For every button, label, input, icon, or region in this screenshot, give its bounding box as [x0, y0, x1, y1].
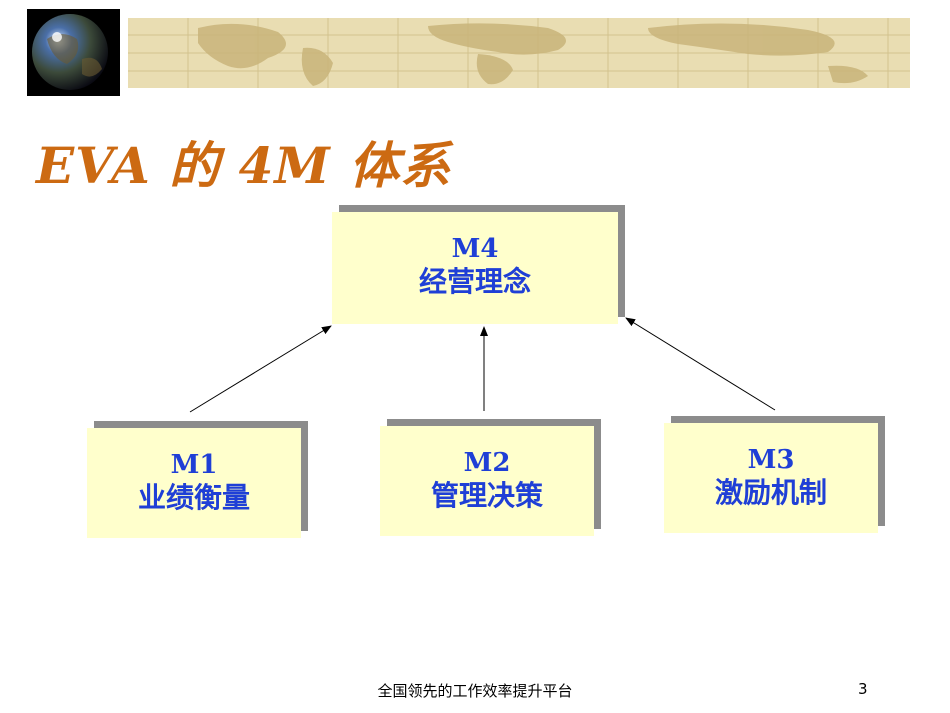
node-m2-name: 管理决策	[430, 479, 543, 512]
node-m2: M2 管理决策	[380, 426, 594, 536]
arrow-m3-to-m4	[625, 317, 776, 411]
globe-logo	[27, 9, 120, 96]
node-m4-name: 经营理念	[418, 265, 531, 298]
node-m3-code: M3	[747, 445, 795, 475]
node-m4: M4 经营理念	[332, 212, 618, 324]
footer-text: 全国领先的工作效率提升平台	[377, 682, 573, 700]
node-m1: M1 业绩衡量	[87, 428, 301, 538]
arrow-m1-to-m4	[189, 325, 332, 413]
globe-icon	[32, 14, 108, 90]
node-m3: M3 激励机制	[664, 423, 878, 533]
node-m1-name: 业绩衡量	[137, 481, 250, 514]
node-m2-code: M2	[463, 448, 511, 478]
page-number: 3	[858, 680, 868, 698]
world-map-banner	[128, 18, 910, 88]
page-title: EVA 的 4M 体系	[36, 136, 452, 195]
node-m1-code: M1	[170, 450, 218, 480]
node-m4-code: M4	[451, 234, 499, 264]
node-m3-name: 激励机制	[714, 476, 827, 509]
